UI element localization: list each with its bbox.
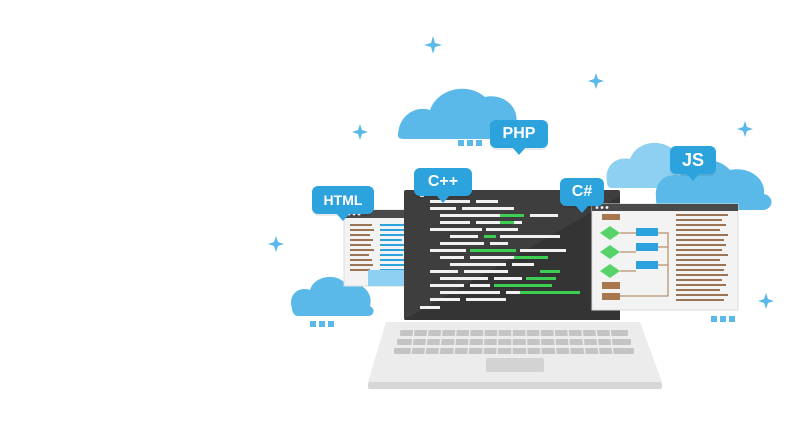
- cloud-icon: [291, 276, 374, 316]
- cloud-left: [291, 276, 374, 327]
- sparkles: [268, 36, 774, 309]
- csharp-badge: C#: [560, 178, 604, 213]
- flowchart-icon: [591, 203, 739, 311]
- sparkle-icon: [758, 293, 774, 309]
- laptop-icon: [368, 190, 662, 389]
- sparkle-icon: [352, 124, 368, 140]
- sparkle-icon: [737, 121, 753, 137]
- sparkle-icon: [424, 36, 442, 54]
- html-badge: HTML: [312, 186, 374, 221]
- php-badge: PHP: [490, 120, 548, 155]
- cpp-badge: C++: [414, 168, 472, 203]
- sparkle-icon: [268, 236, 284, 252]
- sparkle-icon: [588, 73, 604, 89]
- trackpad: [486, 358, 544, 372]
- js-badge: JS: [670, 146, 716, 181]
- code-window-icon: [420, 195, 580, 309]
